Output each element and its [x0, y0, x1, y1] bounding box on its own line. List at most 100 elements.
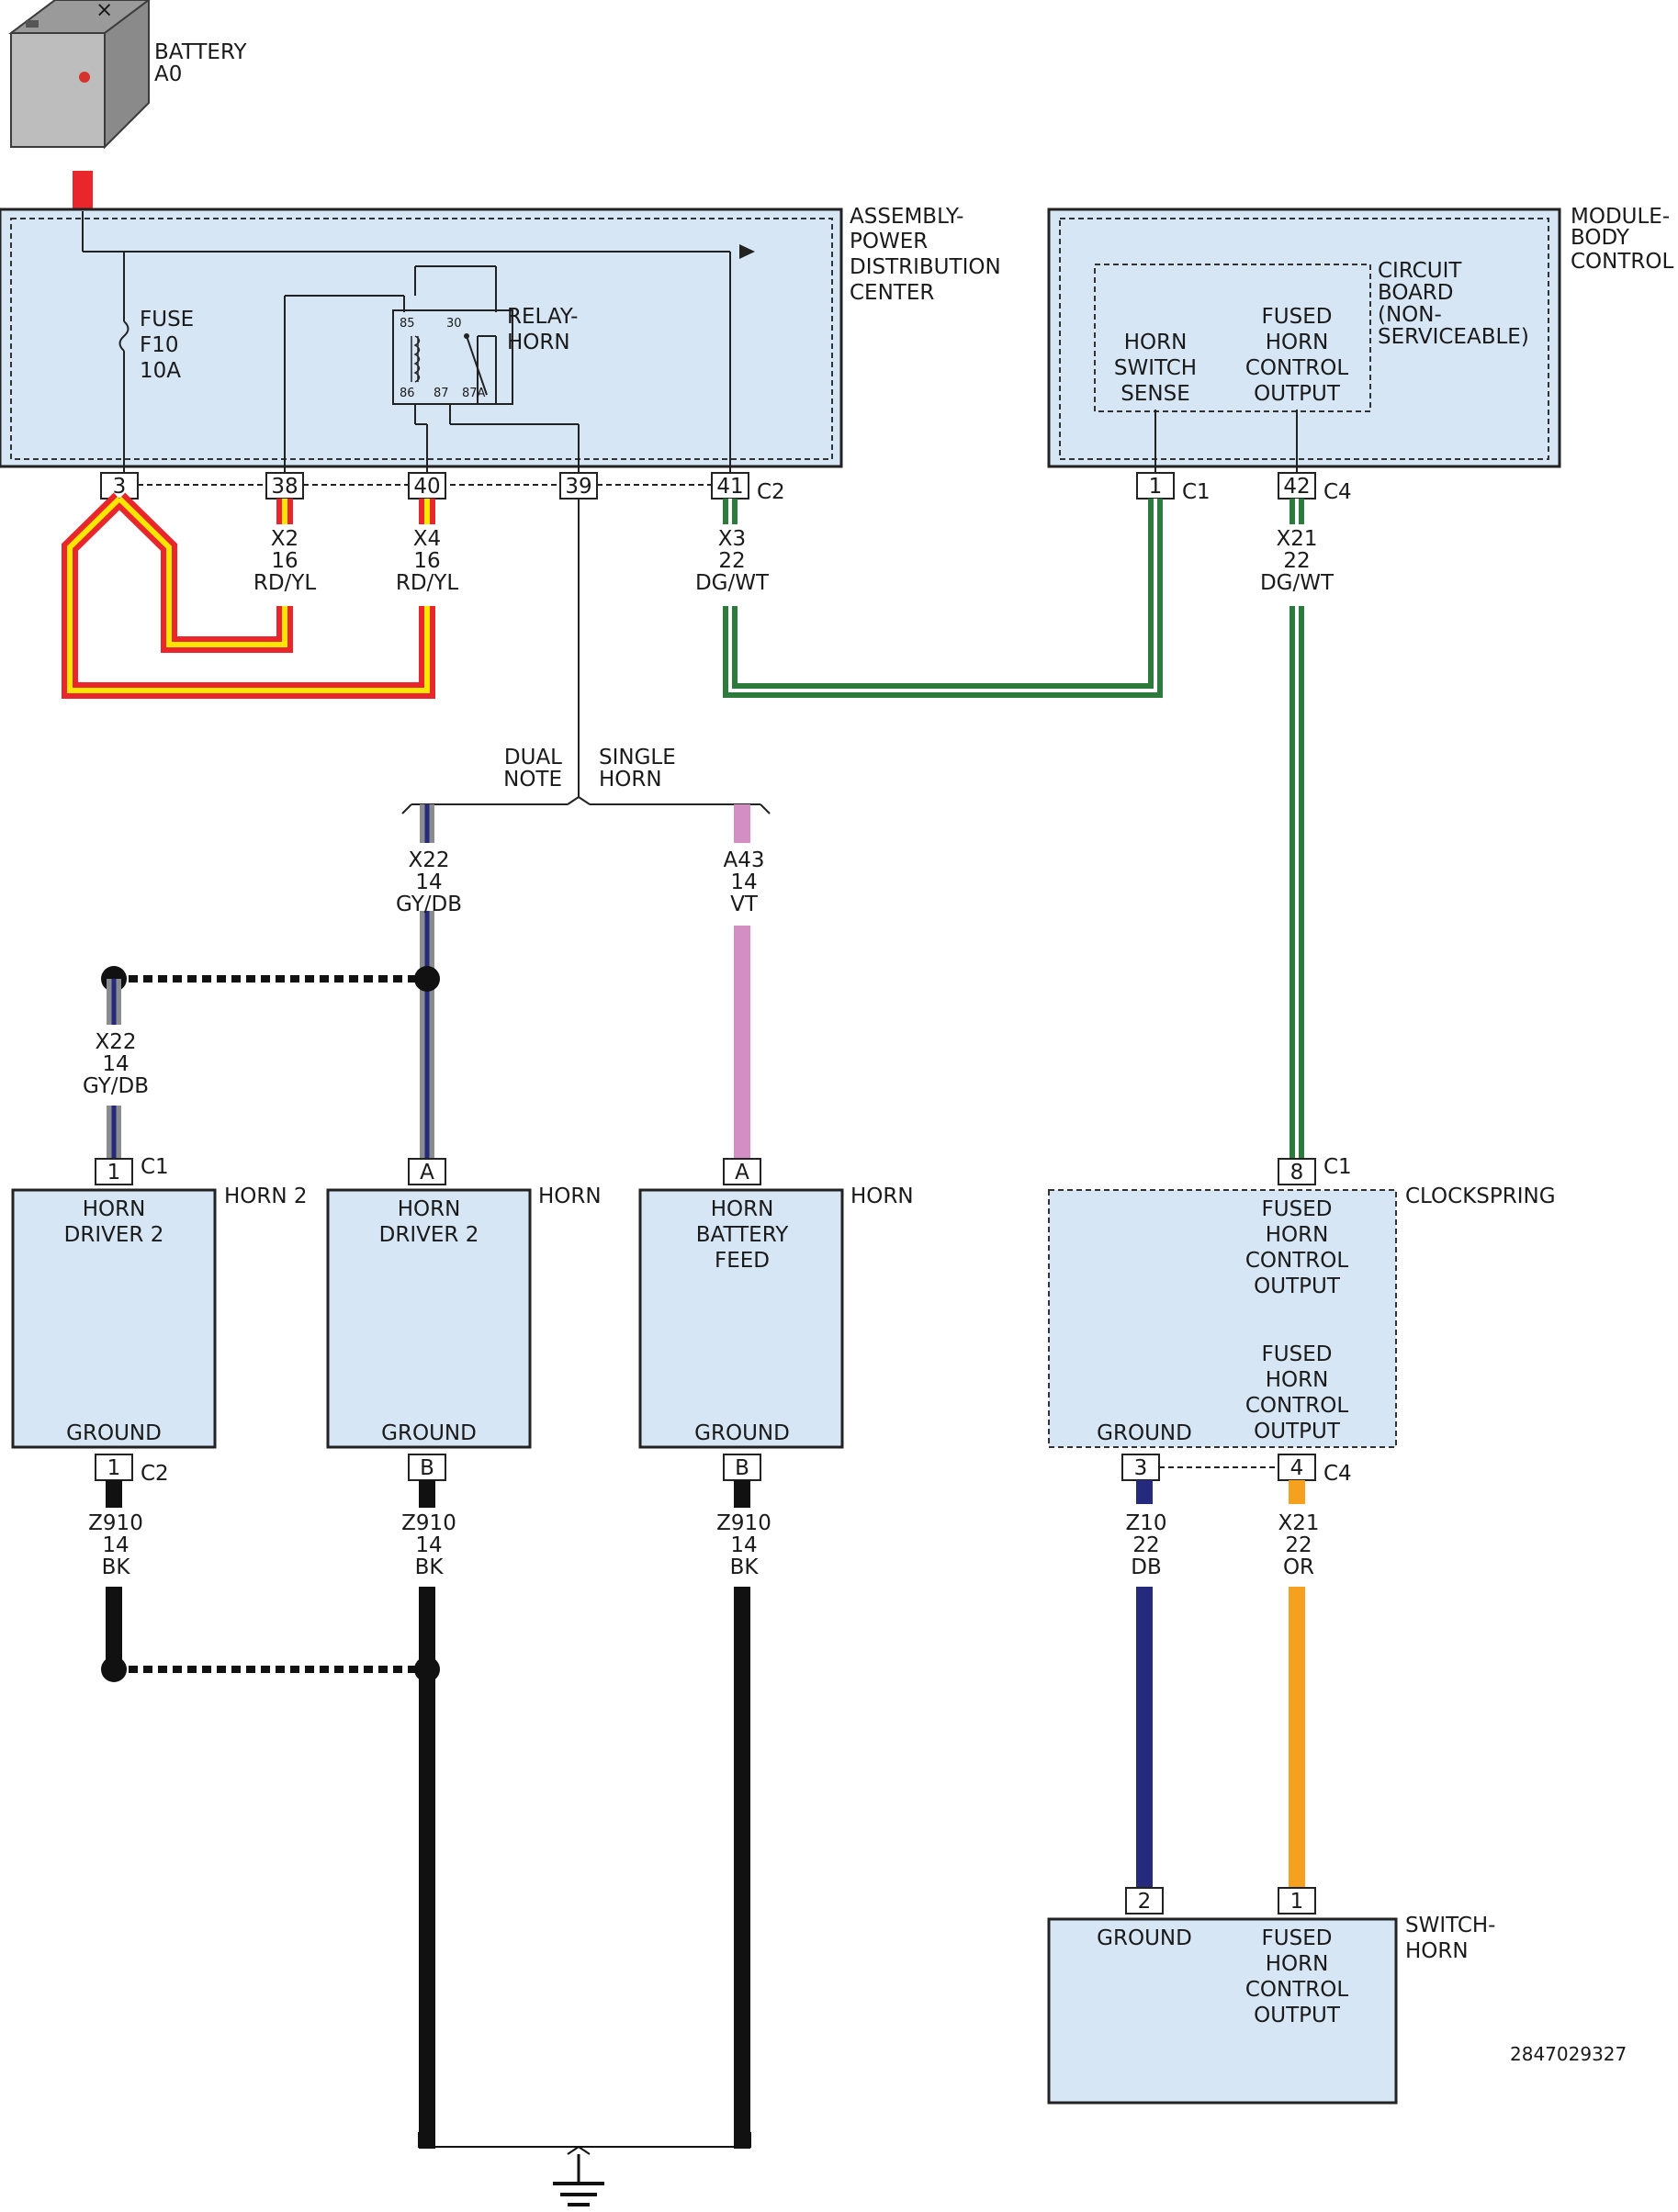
wire-label-a43: A43 14 VT: [723, 848, 764, 916]
svg-text:OUTPUT: OUTPUT: [1254, 2004, 1341, 2027]
svg-text:DB: DB: [1131, 1555, 1162, 1579]
svg-text:HORN: HORN: [398, 1197, 461, 1221]
svg-text:X21: X21: [1278, 1511, 1319, 1535]
svg-text:BK: BK: [102, 1555, 131, 1579]
svg-text:FUSE: FUSE: [140, 308, 194, 331]
svg-text:SERVICEABLE): SERVICEABLE): [1378, 325, 1529, 349]
horn-dual-top-pin: A: [408, 1158, 446, 1185]
pdc-internal-wiring: [82, 211, 731, 477]
svg-text:CONTROL: CONTROL: [1245, 1394, 1349, 1418]
bcm-name: MODULE- BODY CONTROL: [1571, 205, 1674, 274]
wire-z910-ground: [106, 1480, 750, 2149]
svg-text:X3: X3: [718, 527, 746, 551]
svg-text:BK: BK: [415, 1555, 445, 1579]
svg-text:1: 1: [1149, 475, 1163, 499]
svg-text:OR: OR: [1283, 1555, 1314, 1579]
svg-text:SWITCH: SWITCH: [1114, 356, 1197, 380]
svg-text:DRIVER 2: DRIVER 2: [379, 1223, 479, 1247]
svg-text:Z910: Z910: [88, 1511, 143, 1535]
clockspring-top-pin: 8 C1: [1278, 1155, 1352, 1185]
wire-label-x2: X2 16 RD/YL: [253, 527, 316, 595]
svg-text:40: 40: [413, 475, 440, 499]
wire-label-x21-top: X21 22 DG/WT: [1260, 527, 1335, 595]
svg-text:87A: 87A: [462, 387, 486, 400]
svg-text:C1: C1: [141, 1155, 169, 1179]
clockspring-name: CLOCKSPRING: [1405, 1185, 1556, 1208]
horn-single-box: [638, 1188, 844, 1449]
svg-text:CONTROL: CONTROL: [1245, 1249, 1349, 1273]
svg-text:X2: X2: [271, 527, 298, 551]
svg-text:38: 38: [271, 475, 298, 499]
bcm-fused-horn-output-label: FUSED HORN CONTROL OUTPUT: [1245, 305, 1349, 406]
svg-text:41: 41: [716, 475, 743, 499]
svg-text:FUSED: FUSED: [1262, 1197, 1333, 1221]
circuit-board: [1094, 264, 1371, 412]
svg-text:22: 22: [1285, 1533, 1312, 1557]
svg-text:87: 87: [434, 387, 449, 400]
svg-text:FUSED: FUSED: [1262, 305, 1333, 329]
svg-text:HORN: HORN: [1266, 1223, 1329, 1247]
power-distribution-center-box: [0, 208, 843, 468]
svg-text:BK: BK: [730, 1555, 760, 1579]
svg-text:Z910: Z910: [401, 1511, 456, 1535]
wire-label-x3: X3 22 DG/WT: [695, 527, 770, 595]
horn-single-bottom-pin: B: [723, 1454, 761, 1481]
svg-text:OUTPUT: OUTPUT: [1254, 1274, 1341, 1298]
svg-text:HORN: HORN: [1266, 1952, 1329, 1976]
svg-text:HORN: HORN: [1405, 1939, 1469, 1963]
svg-text:SWITCH-: SWITCH-: [1405, 1914, 1495, 1937]
pin-39-wire: [401, 499, 771, 814]
svg-text:HORN: HORN: [507, 331, 570, 354]
svg-text:X22: X22: [95, 1030, 136, 1054]
horn2-top-pin: 1 C1: [95, 1155, 169, 1185]
wire-x2-x4-rd-yl: [62, 492, 435, 699]
switch-horn-box: [1047, 1917, 1398, 2105]
svg-text:SINGLE: SINGLE: [599, 746, 676, 769]
horn-switch-sense-label: HORN SWITCH SENSE: [1114, 331, 1197, 406]
pdc-pin-39: 39: [559, 472, 598, 500]
svg-text:OUTPUT: OUTPUT: [1254, 1420, 1341, 1443]
svg-text:SENSE: SENSE: [1121, 382, 1189, 406]
svg-text:DG/WT: DG/WT: [695, 571, 770, 595]
svg-text:30: 30: [446, 317, 462, 331]
switch-pin-2: 2: [1125, 1887, 1164, 1914]
svg-text:CONTROL: CONTROL: [1245, 356, 1349, 380]
wire-label-x4: X4 16 RD/YL: [396, 527, 458, 595]
svg-text:C1: C1: [1182, 480, 1211, 504]
svg-text:CIRCUIT: CIRCUIT: [1378, 259, 1462, 283]
wire-label-z910-2: Z910 14 BK: [401, 1511, 456, 1579]
pdc-pin-40: 40: [408, 472, 446, 500]
svg-text:22: 22: [1132, 1533, 1159, 1557]
wire-label-x22-horn2: X22 14 GY/DB: [83, 1030, 149, 1098]
svg-text:1: 1: [107, 1161, 121, 1185]
horn-dual-driver-label: HORN DRIVER 2: [379, 1197, 479, 1247]
svg-text:HORN: HORN: [1266, 331, 1329, 354]
ground-bus: [418, 2132, 751, 2148]
svg-text:1: 1: [107, 1456, 121, 1480]
pdc-pin-41: 41: [711, 472, 749, 500]
battery-icon: ×: [8, 0, 151, 150]
svg-text:RELAY-: RELAY-: [507, 305, 578, 329]
svg-text:DG/WT: DG/WT: [1260, 571, 1335, 595]
svg-text:14: 14: [415, 1533, 442, 1557]
fuse-f10-label: FUSE F10 10A: [140, 308, 194, 383]
wire-label-z10: Z10 22 DB: [1125, 1511, 1166, 1579]
splice-top-right: [414, 966, 440, 992]
battery-cable: [73, 171, 93, 211]
splice-bottom-left: [101, 1656, 127, 1682]
svg-text:HORN: HORN: [83, 1197, 146, 1221]
svg-text:3: 3: [1134, 1456, 1148, 1480]
svg-text:X4: X4: [413, 527, 441, 551]
wire-label-z910-1: Z910 14 BK: [88, 1511, 143, 1579]
relay-label: RELAY- HORN: [507, 305, 578, 354]
svg-text:B: B: [420, 1456, 434, 1480]
svg-text:RD/YL: RD/YL: [253, 571, 316, 595]
svg-text:2: 2: [1138, 1890, 1152, 1914]
option-single-horn: SINGLE HORN: [599, 746, 676, 792]
wire-label-z910-3: Z910 14 BK: [716, 1511, 771, 1579]
svg-text:1: 1: [1290, 1890, 1304, 1914]
svg-text:GY/DB: GY/DB: [83, 1074, 149, 1098]
svg-text:F10: F10: [140, 333, 179, 357]
svg-text:14: 14: [102, 1052, 129, 1076]
